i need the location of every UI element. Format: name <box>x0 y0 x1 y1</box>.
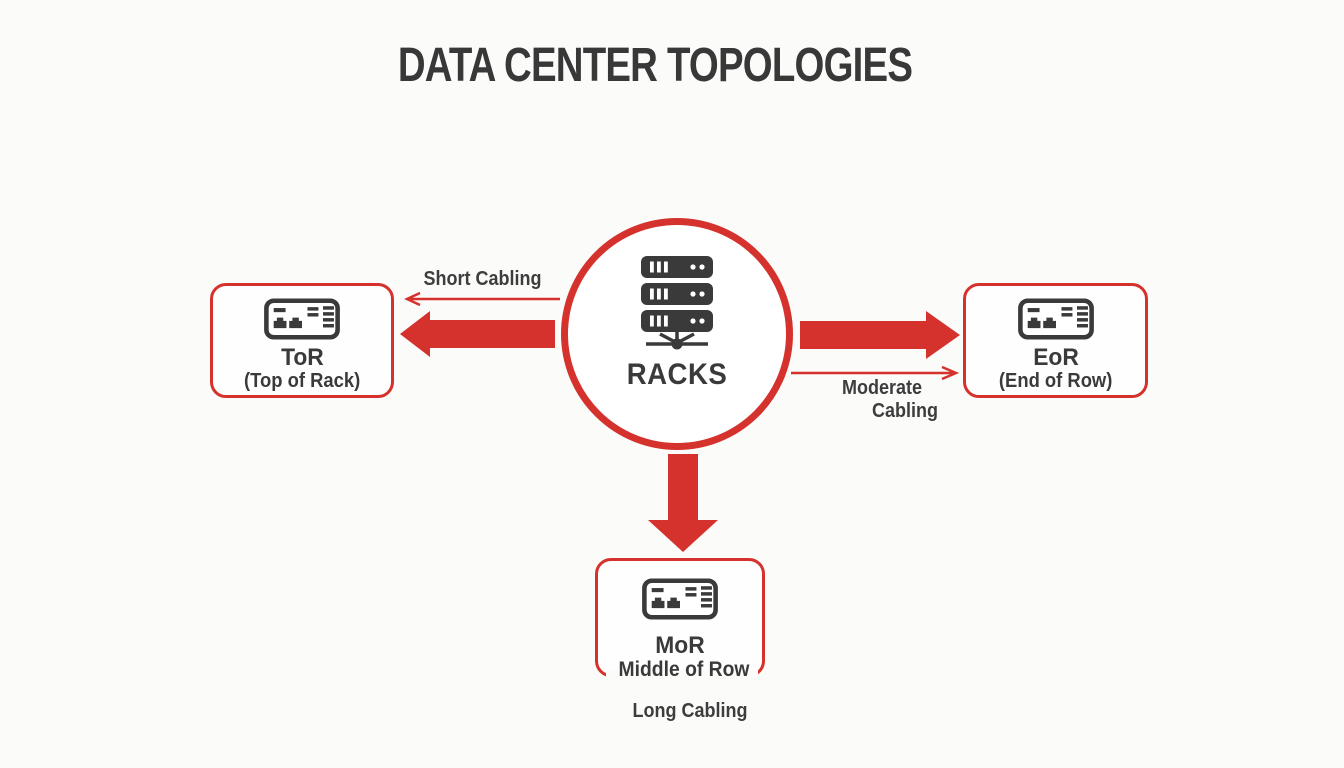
node-abbr-eor: EoR <box>1032 344 1079 371</box>
diagram-title: DATA CENTER TOPOLOGIES <box>397 39 913 92</box>
node-abbr-mor: MoR <box>655 632 705 659</box>
node-name-eor: (End of Row) <box>998 370 1113 392</box>
network-switch-icon <box>1017 298 1094 340</box>
mor-border-gap <box>606 670 758 684</box>
network-switch-icon <box>642 578 718 620</box>
arrow-left-thin-icon <box>404 291 560 307</box>
short-cabling-label: Short Cabling <box>423 268 542 290</box>
arrow-right-thick-icon <box>800 311 960 359</box>
network-switch-icon <box>264 298 340 340</box>
server-rack-icon <box>641 256 713 350</box>
node-box-eor: EoR (End of Row) <box>963 283 1148 398</box>
arrow-right-thin-icon <box>791 365 960 381</box>
node-box-mor <box>595 558 765 677</box>
moderate-cabling-label-line2: Cabling <box>871 400 938 422</box>
arrow-left-thick-icon <box>400 311 555 357</box>
moderate-cabling-label-line1: Moderate <box>841 377 922 399</box>
node-name-tor: (Top of Rack) <box>243 370 361 392</box>
arrow-down-thick-icon <box>648 454 718 552</box>
long-cabling-label: Long Cabling <box>632 700 748 722</box>
hub-label: RACKS <box>626 358 728 391</box>
node-box-tor: ToR (Top of Rack) <box>210 283 394 398</box>
node-abbr-tor: ToR <box>280 344 324 371</box>
node-name-mor: Middle of Row <box>618 658 750 681</box>
